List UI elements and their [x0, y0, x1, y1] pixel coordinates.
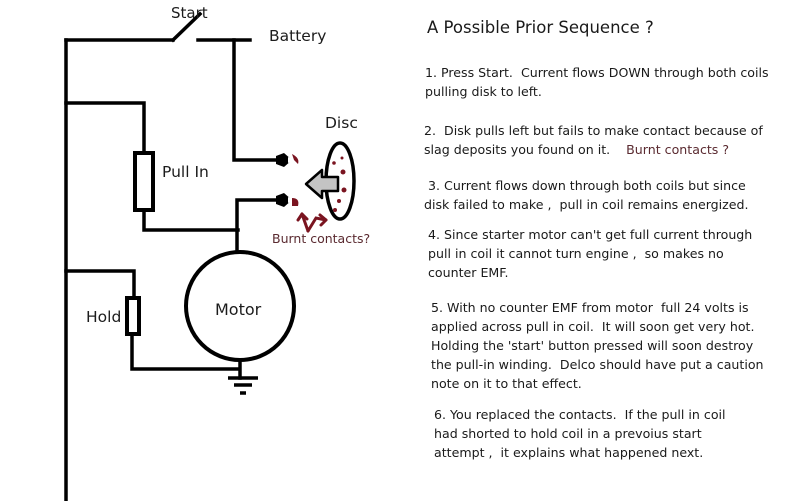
pull-in-coil	[133, 151, 155, 212]
step-line: 3. Current flows down through both coils…	[424, 178, 746, 193]
pull-in-label: Pull In	[162, 163, 209, 181]
step-line: applied across pull in coil. It will soo…	[431, 319, 755, 334]
step-2: 2. Disk pulls left but fails to make con…	[424, 121, 763, 159]
step-line: 5. With no counter EMF from motor full 2…	[431, 300, 749, 315]
wire-hold-bottom	[130, 332, 240, 371]
step-line: counter EMF.	[428, 265, 509, 280]
hold-coil	[125, 296, 141, 336]
hold-label: Hold	[86, 308, 122, 326]
step-line: had shorted to hold coil in a prevoius s…	[434, 426, 702, 441]
step-line: disk failed to make , pull in coil remai…	[424, 197, 749, 212]
burnt-arrow-icon	[296, 212, 328, 233]
start-switch-blade	[170, 11, 203, 43]
wire-hold-top	[64, 269, 136, 300]
step-line: pulling disk to left.	[425, 84, 542, 99]
motor-label: Motor	[215, 300, 262, 319]
wire-pull-in-top	[64, 101, 146, 155]
wire-pull-in-bottom	[142, 208, 240, 232]
lower-contact-icon	[276, 193, 299, 207]
step-line: 6. You replaced the contacts. If the pul…	[434, 407, 726, 422]
step-line: slag deposits you found on it.	[424, 142, 611, 157]
burnt-contacts-label: Burnt contacts?	[272, 231, 371, 246]
step-line: 4. Since starter motor can't get full cu…	[428, 227, 753, 242]
pull-direction-arrow	[304, 168, 340, 200]
start-label: Start	[171, 4, 208, 22]
step-line: the pull-in winding. Delco should have p…	[431, 357, 764, 372]
step-line: 2. Disk pulls left but fails to make con…	[424, 123, 763, 138]
step-line: attempt , it explains what happened next…	[434, 445, 704, 460]
notes-title: A Possible Prior Sequence ?	[427, 18, 654, 37]
wire-lower-contact	[235, 198, 280, 260]
step-line: Holding the 'start' button pressed will …	[431, 338, 754, 353]
ground-icon	[228, 376, 258, 395]
wire-battery-down	[232, 38, 280, 162]
slag-deposits	[332, 156, 347, 212]
step-line: note on it to that effect.	[431, 376, 582, 391]
step-line: 1. Press Start. Current flows DOWN throu…	[425, 65, 769, 80]
battery-label: Battery	[269, 27, 327, 45]
burnt-contacts-note: Burnt contacts ?	[626, 142, 730, 157]
motor-circle	[184, 250, 296, 362]
disc-label: Disc	[325, 114, 358, 132]
step-1: 1. Press Start. Current flows DOWN throu…	[425, 63, 769, 101]
step-line: pull in coil it cannot turn engine , so …	[428, 246, 724, 261]
step-5: 5. With no counter EMF from motor full 2…	[431, 298, 764, 393]
step-4: 4. Since starter motor can't get full cu…	[428, 225, 752, 282]
step-6: 6. You replaced the contacts. If the pul…	[434, 405, 726, 462]
step-3: 3. Current flows down through both coils…	[424, 176, 749, 214]
upper-contact-icon	[276, 153, 299, 167]
